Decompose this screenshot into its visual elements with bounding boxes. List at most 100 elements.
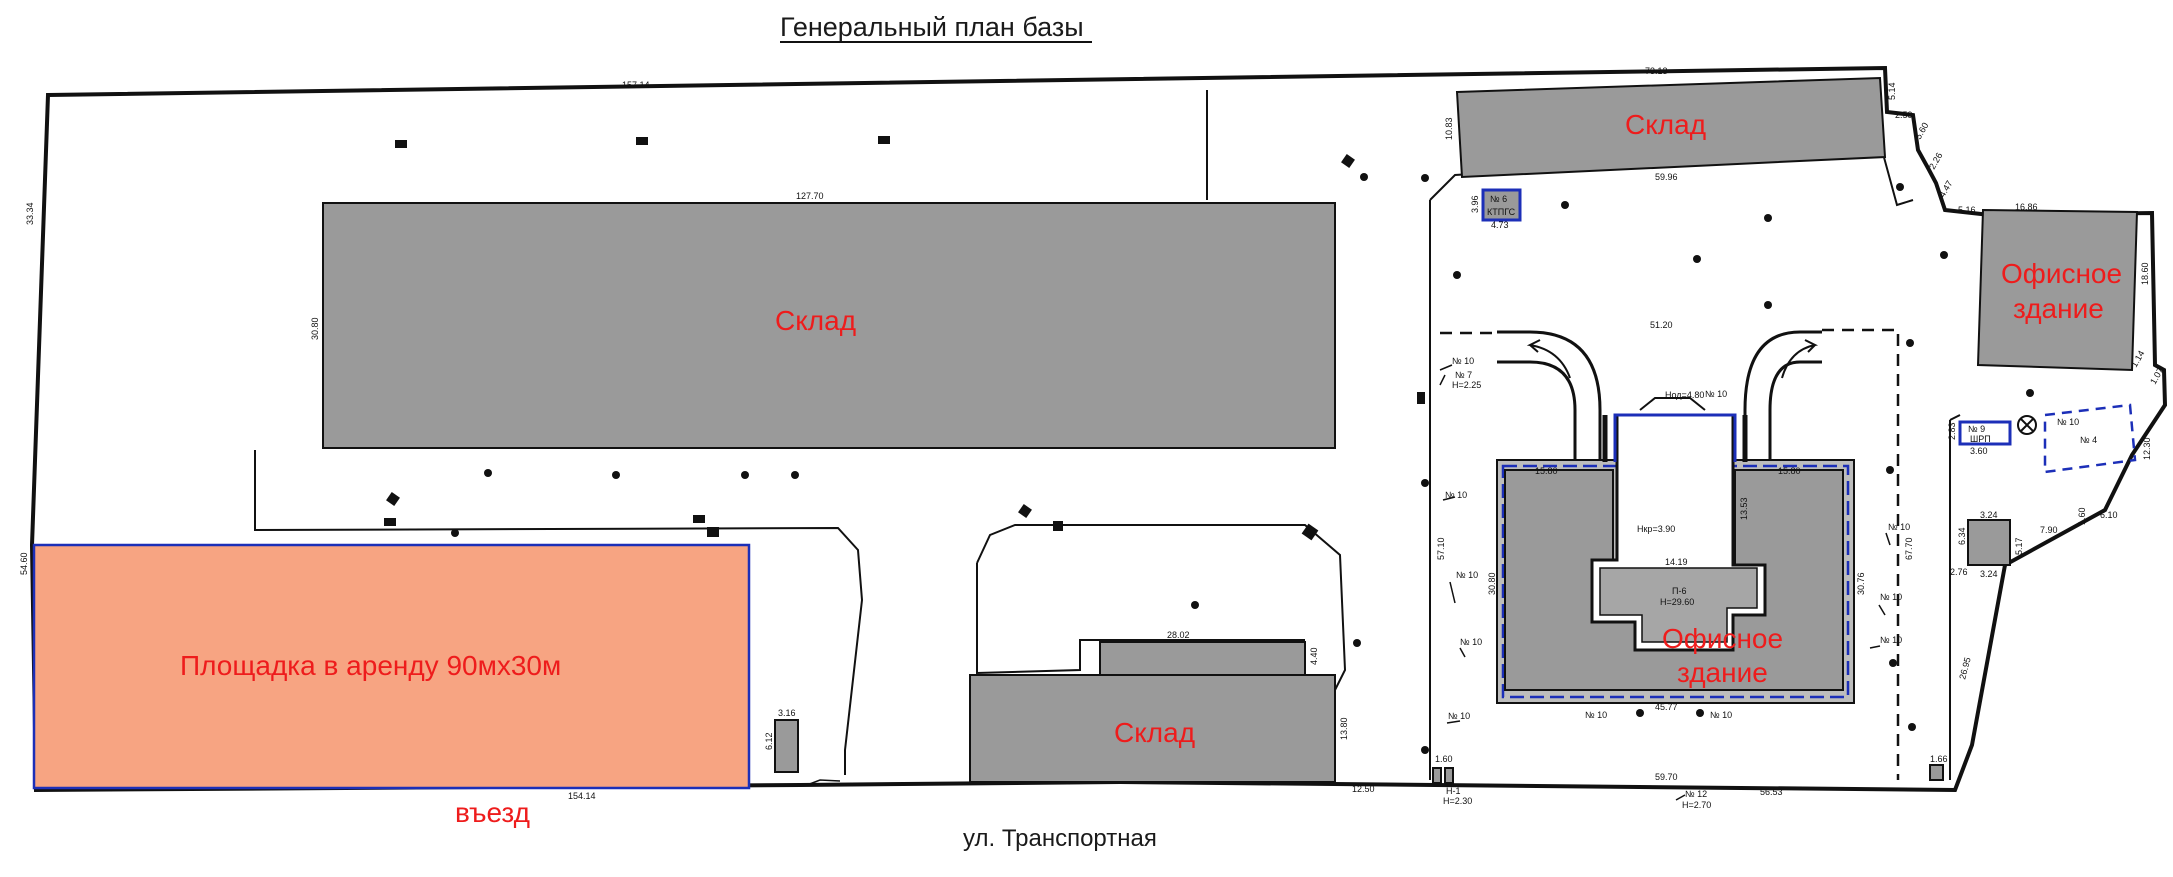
shrp-no: № 9	[1968, 424, 1985, 434]
dot	[1191, 601, 1199, 609]
ktp-no: № 6	[1490, 194, 1507, 204]
dim-label: 13.53	[1739, 497, 1749, 520]
ramp-right	[1743, 330, 1822, 460]
utility-line	[806, 779, 841, 786]
marker	[693, 515, 705, 523]
ktp-building	[1481, 188, 1522, 222]
gate-block-left	[1432, 767, 1442, 784]
dot	[791, 471, 799, 479]
dim-label: 1.60	[2077, 507, 2087, 525]
dot	[1696, 709, 1704, 717]
dim-label: 28.02	[1167, 630, 1190, 640]
dim-label: 127.70	[796, 191, 824, 201]
dim-label: 59.96	[1655, 172, 1678, 182]
office-center-label-1: Офисное	[1662, 623, 1783, 654]
warehouse-bottom-annex	[1099, 641, 1306, 676]
small-structure	[774, 719, 799, 773]
annot: № 10	[1705, 389, 1727, 399]
marker	[636, 137, 648, 145]
ktp-label: КТПГС	[1487, 207, 1516, 217]
dot	[1360, 173, 1368, 181]
no4-label: № 4	[2080, 435, 2097, 445]
marker	[1018, 504, 1032, 518]
dot	[1889, 659, 1897, 667]
dim-label: 16.86	[2015, 202, 2038, 212]
dot	[1421, 746, 1429, 754]
valve-icon	[2017, 415, 2037, 435]
annot: Н-1	[1446, 786, 1461, 796]
dim-label: 30.76	[1856, 572, 1866, 595]
annot: Н=29.60	[1660, 597, 1694, 607]
dot	[1908, 723, 1916, 731]
street-label: ул. Транспортная	[963, 825, 1157, 852]
dot	[1636, 709, 1644, 717]
utility-line	[1439, 364, 1453, 386]
utility-line	[1459, 647, 1466, 658]
dim-label: 4.73	[1491, 220, 1509, 230]
dim-label: 15.80	[1778, 466, 1801, 476]
valve-icon-cross	[2020, 418, 2034, 432]
dim-label: 3.16	[778, 708, 796, 718]
annot: Нод=4.80	[1665, 390, 1704, 400]
dim-label: 57.10	[1436, 537, 1446, 560]
office-right	[1976, 208, 2139, 372]
ramp-arrow-left	[1526, 339, 1571, 379]
annot: № 10	[1585, 710, 1607, 720]
dim-label: 2.59	[1895, 110, 1913, 120]
annot: Н=2.30	[1443, 796, 1472, 806]
utility-line	[1446, 720, 1461, 724]
dim-label: 5.17	[2014, 537, 2024, 555]
annot: П-6	[1672, 586, 1686, 596]
office-right-label-2: здание	[2013, 293, 2104, 324]
annot: Нкр=3.90	[1637, 524, 1675, 534]
dot	[484, 469, 492, 477]
warehouse-bottom-label: Склад	[1114, 717, 1195, 748]
annot: № 10	[1880, 635, 1902, 645]
dim-label: 1.60	[1435, 754, 1453, 764]
dim-label: 45.77	[1655, 702, 1678, 712]
ramp-left	[1497, 330, 1602, 460]
warehouse-bottom	[969, 674, 1336, 783]
dim-label: 30.80	[1487, 572, 1497, 595]
warehouse-main-label: Склад	[775, 305, 856, 336]
marker	[1301, 523, 1319, 541]
utility-line	[1869, 645, 1881, 649]
dim-label: 5.14	[1887, 82, 1897, 100]
dim-label: 18.60	[2140, 262, 2150, 285]
dashed-perimeter	[1440, 328, 1900, 780]
annot: № 10	[1445, 490, 1467, 500]
ramp-top	[1639, 397, 1706, 411]
dim-label: 3.24	[1980, 569, 1998, 579]
dim-label: 14.19	[1665, 557, 1688, 567]
marker	[1417, 392, 1425, 404]
dots	[451, 173, 2034, 754]
dim-label: 7.90	[2040, 525, 2058, 535]
annot: № 10	[1448, 711, 1470, 721]
dot	[1896, 183, 1904, 191]
dim-label: 30.80	[310, 317, 320, 340]
dot	[1906, 339, 1914, 347]
plan-title: Генеральный план базы	[780, 12, 1084, 42]
annot: № 10	[1456, 570, 1478, 580]
marker	[1341, 154, 1355, 168]
dot	[451, 529, 459, 537]
drive-middle-2	[976, 563, 1305, 675]
dim-label: 73.13	[1645, 66, 1668, 76]
dim-label: 13.80	[1339, 717, 1349, 740]
warehouse-top-right-label: Склад	[1625, 109, 1706, 140]
dim-label: 33.34	[25, 202, 35, 225]
dim-label: 2.76	[1950, 567, 1968, 577]
utility-line	[1675, 794, 1686, 801]
annot: № 10	[1452, 356, 1474, 366]
dot	[741, 471, 749, 479]
dot	[612, 471, 620, 479]
utility-line	[1878, 604, 1886, 616]
dim-label: 6.12	[764, 732, 774, 750]
office-center-entrance	[1613, 413, 1737, 462]
dim-label: 3.96	[1470, 195, 1480, 213]
dot	[1421, 479, 1429, 487]
dim-label: 5.16	[1958, 205, 1976, 215]
dim-label: 12.50	[1352, 784, 1375, 794]
gate-block-right	[1444, 767, 1454, 784]
